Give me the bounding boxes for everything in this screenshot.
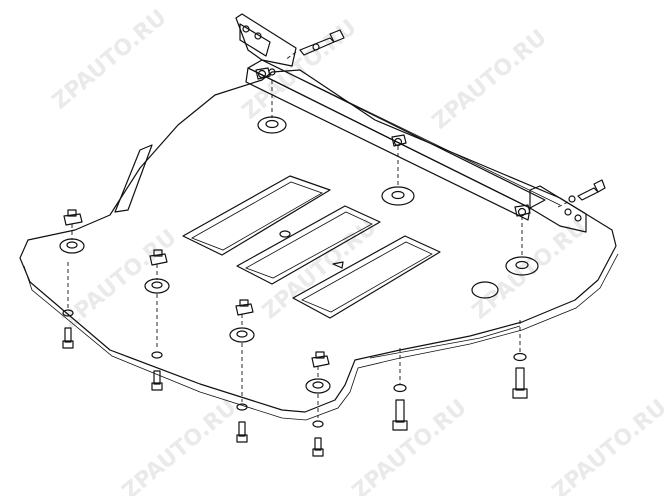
bracket-bolts [284, 29, 606, 208]
bottom-bolts [62, 309, 528, 457]
small-tab-hole [332, 261, 344, 269]
watermark-layer: ZPAUTO.RU ZPAUTO.RU ZPAUTO.RU ZPAUTO.RU … [48, 5, 664, 496]
bracket-bar-face [245, 67, 531, 221]
clip-nut [149, 249, 168, 266]
clip-nut [63, 209, 83, 226]
bracket-bar-line [261, 59, 561, 206]
skid-plate [19, 69, 619, 421]
plate-outline [19, 69, 617, 413]
plate-front-edge [23, 253, 619, 421]
watermark-text: ZPAUTO.RU [428, 25, 552, 135]
clip-nut [235, 299, 254, 316]
plate-lip-line [369, 325, 521, 359]
mount-point [144, 278, 170, 294]
bracket-hole [517, 207, 527, 217]
clip-nut [311, 351, 330, 368]
bracket-hole [254, 32, 262, 40]
opening-middle-inner [245, 211, 373, 279]
clip-nut [391, 134, 407, 147]
small-hole [279, 230, 291, 238]
round-hole [471, 281, 499, 299]
bracket-hole [574, 214, 582, 222]
bracket-right-plate [529, 185, 587, 233]
opening-lower-inner [301, 241, 433, 313]
bracket-hole [242, 25, 250, 33]
clip-nut [255, 67, 271, 80]
opening-upper-inner [191, 181, 323, 251]
watermark-text: ZPAUTO.RU [548, 395, 664, 496]
mount-point [257, 116, 287, 134]
clip-nuts [63, 67, 531, 368]
mount-point [305, 378, 331, 394]
watermark-text: ZPAUTO.RU [348, 395, 472, 496]
bolt-with-washer [151, 351, 163, 391]
bracket-hole [564, 208, 572, 216]
rear-bracket-bar [235, 13, 587, 233]
left-flange [114, 144, 153, 213]
watermark-text: ZPAUTO.RU [48, 5, 172, 115]
bolt-with-washer [62, 309, 74, 349]
bolt-with-washer [236, 403, 248, 443]
guide-lines [67, 80, 523, 418]
opening-upper [182, 175, 331, 256]
bolt-top-right [557, 179, 606, 208]
watermark-text: ZPAUTO.RU [118, 395, 242, 496]
watermark-text: ZPAUTO.RU [468, 215, 592, 325]
mount-point [505, 256, 539, 276]
mount-point [59, 238, 85, 254]
bolt-with-washer [312, 420, 324, 457]
bolt-top-left [284, 29, 345, 61]
opening-middle [236, 205, 381, 285]
plate-openings [182, 175, 499, 319]
opening-lower [292, 235, 441, 319]
mount-point [229, 327, 255, 343]
clip-nut [514, 204, 531, 217]
mount-point [381, 186, 415, 206]
bolt-with-washer [392, 383, 408, 431]
bracket-left-plate [235, 13, 297, 67]
bracket-left-tab [239, 23, 271, 57]
bolt-with-washer [512, 352, 528, 399]
